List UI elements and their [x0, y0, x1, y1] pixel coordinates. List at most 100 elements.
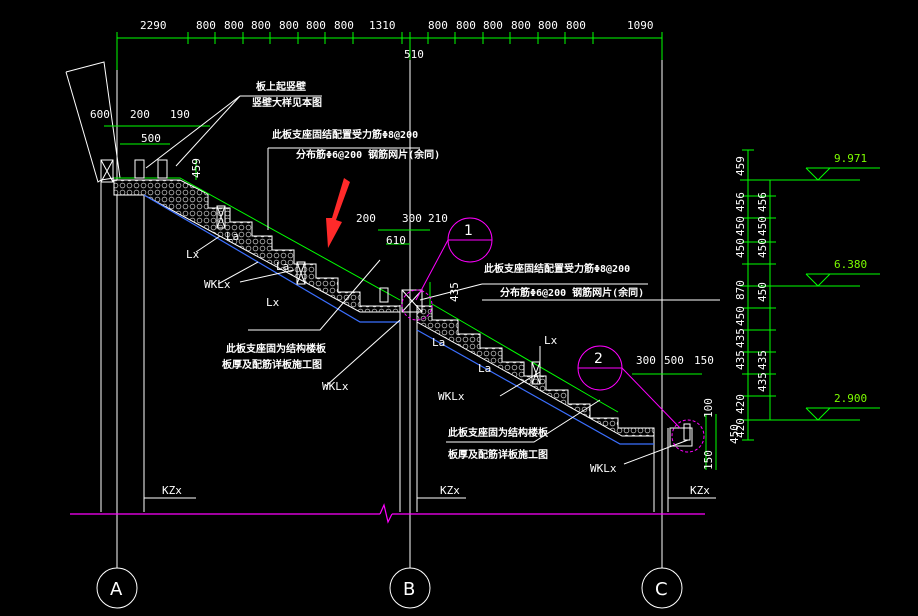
note-upstand-detail: 竖壁大样见本图 — [252, 96, 322, 109]
left-small-dims — [104, 125, 210, 180]
label-la: La — [276, 260, 289, 273]
dim-150-right: 150 — [694, 354, 714, 367]
dim-800: 800 — [566, 19, 586, 32]
rdim-inner: 450 — [756, 216, 769, 236]
label-wkl: WKLx — [590, 462, 617, 475]
dim-800: 800 — [428, 19, 448, 32]
right-small-dims-lines — [632, 373, 717, 470]
lower-top-rebar — [431, 303, 619, 413]
rdim-inner: 435 — [756, 372, 769, 392]
label-la: La — [432, 336, 445, 349]
dim-200-mid: 200 — [356, 212, 376, 225]
note-slab-upper: 此板支座固为结构楼板 — [226, 342, 327, 355]
note-dist-upper: 分布筋Φ6@200 钢筋网片(余同) — [296, 148, 440, 161]
dim-300-right: 300 — [636, 354, 656, 367]
label-kz: KZx — [690, 484, 710, 497]
label-wkl: WKLx — [204, 278, 231, 291]
dim-800: 800 — [334, 19, 354, 32]
dim-600: 600 — [90, 108, 110, 121]
rdim: 435 — [734, 328, 747, 348]
dim-800: 800 — [224, 19, 244, 32]
note-slab-lower: 此板支座固为结构楼板 — [448, 426, 549, 439]
label-lx: Lx — [544, 334, 558, 347]
dim-800: 800 — [511, 19, 531, 32]
rdim: 450 — [734, 306, 747, 326]
leader-lines — [145, 95, 720, 465]
dim-459-left: 459 — [190, 158, 203, 178]
label-wkl: WKLx — [438, 390, 465, 403]
member-labels: Lx La La Lx WKLx WKLx WKLx WKLx La La Lx… — [162, 230, 710, 497]
note-slab-detail-upper: 板厚及配筋详板施工图 — [222, 358, 322, 371]
rdim: 459 — [734, 156, 747, 176]
dim-800: 800 — [196, 19, 216, 32]
level-triangles — [805, 167, 880, 421]
axis-c[interactable]: C — [655, 579, 668, 600]
level-9971: 9.971 — [834, 152, 867, 165]
rdim-inner: 450 — [756, 238, 769, 258]
lower-flight-slab — [416, 303, 655, 445]
rdim: 420 — [734, 394, 747, 414]
label-lx: Lx — [186, 248, 200, 261]
note-upstand: 板上起竖壁 — [256, 80, 306, 93]
top-dimension-labels: 2290 800 800 800 800 800 800 1310 800 80… — [140, 19, 654, 61]
note-dist-lower: 分布筋Φ6@200 钢筋网片(余同) — [500, 286, 644, 299]
dim-500-right: 500 — [664, 354, 684, 367]
dim-450-right-small: 450 — [728, 424, 741, 444]
level-2900: 2.900 — [834, 392, 867, 405]
axis-bubbles — [96, 567, 683, 609]
right-dimension-chain — [740, 149, 860, 441]
beam-sections — [100, 159, 693, 447]
right-outer-dim-labels: 459 456 450 450 870 450 435 435 420 420 — [734, 156, 747, 438]
dim-510: 510 — [404, 48, 424, 61]
upper-bottom-rebar — [143, 194, 400, 323]
rdim: 456 — [734, 192, 747, 212]
floor-line — [70, 503, 705, 524]
label-kz: KZx — [440, 484, 460, 497]
dim-210-mid: 210 — [428, 212, 448, 225]
label-lx: Lx — [266, 296, 280, 309]
detail-marker-2[interactable]: 2 — [594, 351, 603, 367]
dim-1090: 1090 — [627, 19, 654, 32]
rdim: 450 — [734, 216, 747, 236]
mid-dims-lines — [378, 229, 431, 306]
dim-500: 500 — [141, 132, 161, 145]
dim-610: 610 — [386, 234, 406, 247]
label-la: La — [226, 230, 239, 243]
dim-800: 800 — [306, 19, 326, 32]
rdim-inner: 450 — [756, 282, 769, 302]
lower-bottom-rebar — [416, 329, 654, 445]
label-la: La — [478, 362, 491, 375]
dim-150-right-small: 150 — [702, 450, 715, 470]
detail-markers[interactable] — [401, 217, 705, 453]
columns — [100, 180, 669, 512]
dim-800: 800 — [279, 19, 299, 32]
rdim: 420 — [734, 418, 747, 438]
detail-marker-1[interactable]: 1 — [464, 223, 473, 239]
dim-300-mid: 300 — [402, 212, 422, 225]
rdim-inner: 435 — [756, 350, 769, 370]
note-rebar-upper: 此板支座固结配置受力筋Φ8@200 — [272, 128, 418, 141]
red-arrow — [326, 178, 350, 248]
rdim: 870 — [734, 280, 747, 300]
note-rebar-lower: 此板支座固结配置受力筋Φ8@200 — [484, 262, 630, 275]
dim-2290: 2290 — [140, 19, 167, 32]
dim-800: 800 — [538, 19, 558, 32]
dim-100-right: 100 — [702, 398, 715, 418]
dim-800: 800 — [251, 19, 271, 32]
axis-b[interactable]: B — [403, 579, 415, 600]
dim-435-mid: 435 — [448, 282, 461, 302]
rdim: 450 — [734, 238, 747, 258]
label-kz: KZx — [162, 484, 182, 497]
right-inner-dim-labels: 456 450 450 450 435 435 — [756, 192, 769, 392]
dim-800: 800 — [456, 19, 476, 32]
label-wkl: WKLx — [322, 380, 349, 393]
top-dimension-chain — [116, 32, 663, 70]
axis-a[interactable]: A — [110, 579, 123, 600]
note-slab-detail-lower: 板厚及配筋详板施工图 — [448, 448, 548, 461]
level-6380: 6.380 — [834, 258, 867, 271]
dim-200: 200 — [130, 108, 150, 121]
annotation-notes: 板上起竖壁 竖壁大样见本图 此板支座固结配置受力筋Φ8@200 分布筋Φ6@20… — [222, 80, 644, 461]
dim-1310: 1310 — [369, 19, 396, 32]
